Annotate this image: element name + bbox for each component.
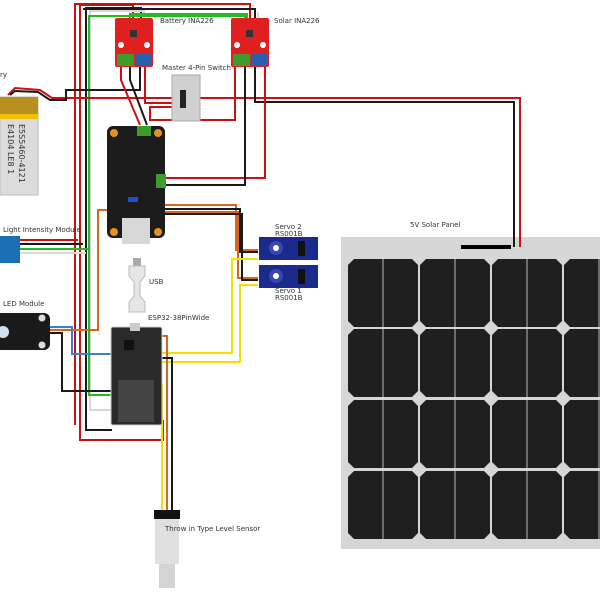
- master-switch: [171, 74, 201, 122]
- level-sensor-label: Throw in Type Level Sensor: [164, 525, 260, 533]
- usb-cable: [128, 258, 146, 313]
- solar-panel-label: 5V Solar Panel: [410, 221, 460, 229]
- battery-ina226-label: Battery INA226: [160, 17, 214, 25]
- servo2-name: Servo 2: [275, 223, 302, 231]
- battery-print-1: E5S5460-4121: [17, 124, 26, 183]
- solar-cell: [564, 259, 600, 327]
- servo1-model: RS001B: [275, 294, 303, 302]
- battery-ina226-board: [115, 18, 153, 67]
- solar-cell: [564, 329, 600, 397]
- servo-2: [259, 237, 318, 260]
- battery-label: ry: [0, 71, 7, 79]
- servo1-name: Servo 1: [275, 287, 302, 295]
- solar-panel: [341, 237, 600, 549]
- switch-label: Master 4-Pin Switch: [162, 64, 231, 72]
- led-module: [0, 313, 50, 350]
- led-module-label: LED Module: [3, 300, 44, 308]
- esp32-board: [110, 323, 163, 426]
- battery-print-2: E4104 LE8 1: [6, 124, 15, 174]
- solar-ina226-board: [231, 18, 269, 67]
- solar-cell: [564, 471, 600, 539]
- solar-cell: [564, 400, 600, 468]
- solar-ina226-label: Solar INA226: [274, 17, 320, 25]
- level-sensor: [154, 510, 180, 588]
- light-intensity-module: [0, 236, 20, 263]
- servo-1: [259, 265, 318, 288]
- usb-label: USB: [149, 278, 164, 286]
- charger-board: [107, 126, 166, 244]
- light-module-label: Light Intensity Module: [3, 226, 81, 234]
- lipo-battery: E5S5460-4121 E4104 LE8 1: [0, 96, 39, 196]
- servo2-model: RS001B: [275, 230, 303, 238]
- esp32-label: ESP32-38PinWide: [148, 314, 209, 322]
